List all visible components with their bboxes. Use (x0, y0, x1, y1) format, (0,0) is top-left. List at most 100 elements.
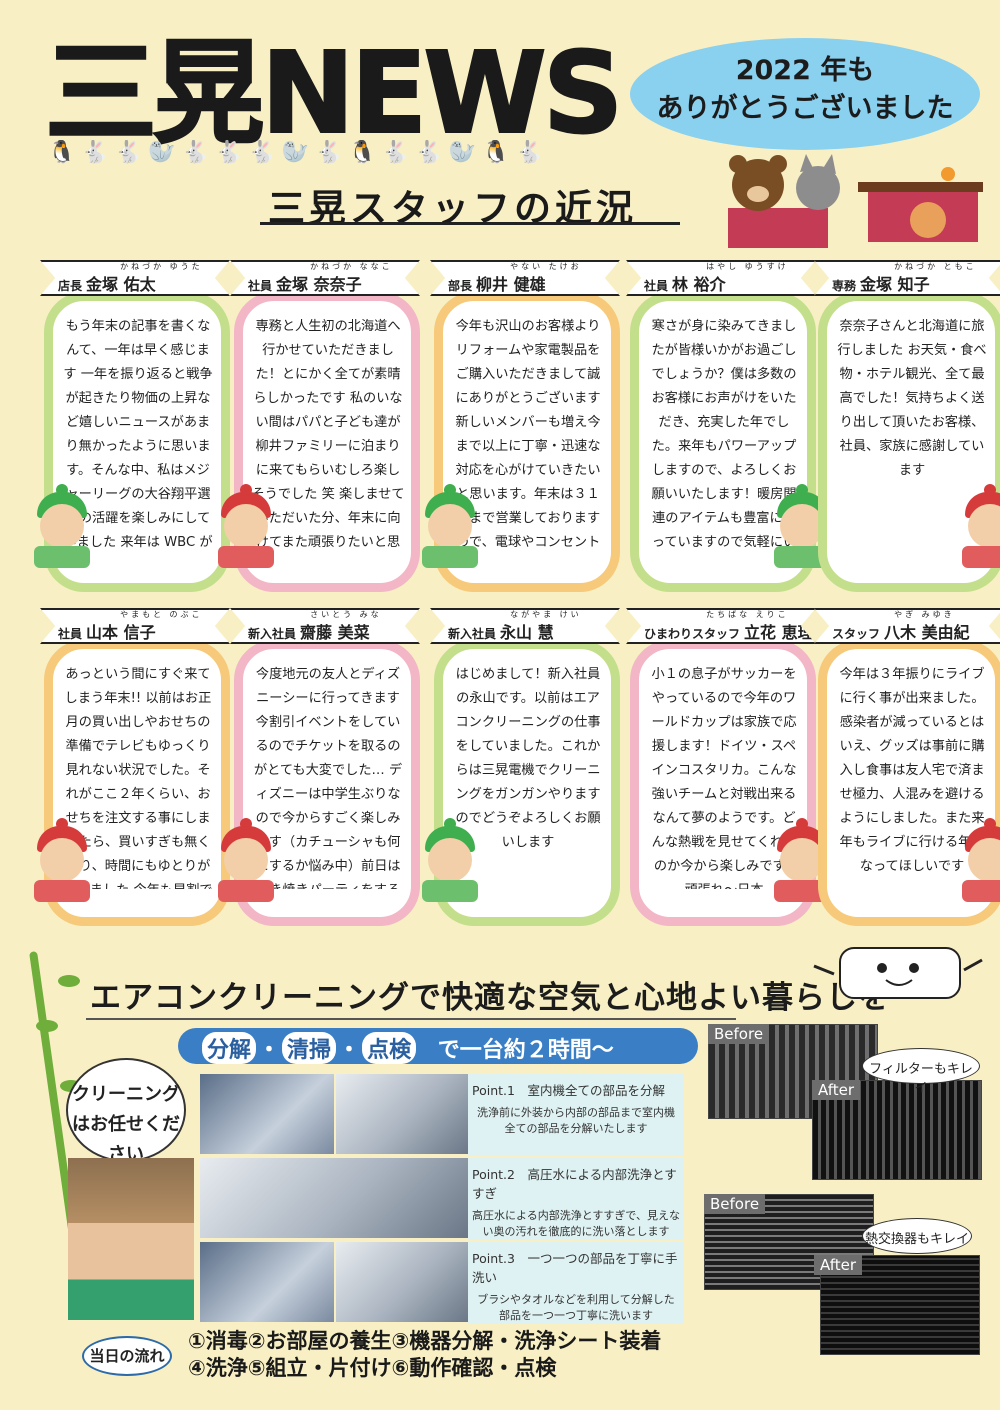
flow-label: 当日の流れ (82, 1336, 172, 1376)
sweater-icon (962, 546, 1000, 568)
name-ruby: かねづか ゆうた (120, 262, 203, 271)
staff-name: 齋藤 美菜 (300, 623, 370, 642)
sweater-icon (962, 880, 1000, 902)
staff-name: 柳井 健雄 (476, 275, 546, 294)
leaf-icon (58, 975, 80, 987)
point-title: Point.3 一つ一つの部品を丁寧に手洗い (472, 1251, 678, 1285)
speech-bubble: クリーニングはお任せください (66, 1058, 186, 1165)
staff-nameplate: かねづか ともこ専務金塚 知子 (814, 260, 1000, 296)
name-ruby: さいとう みな (310, 610, 382, 619)
ribbon-item: 清掃 (282, 1032, 337, 1064)
staff-message: 奈奈子さんと北海道に旅行しました お天気・食べ物・ホテル観光、全て最高でした！気… (837, 319, 987, 478)
staff-avatar (40, 504, 84, 548)
staff-nameplate: かねづか ゆうた店長金塚 佑太 (40, 260, 230, 296)
greeting-bubble: 2022 年も ありがとうございました (630, 38, 980, 150)
heat-exchanger-clean-bubble: 熱交換器もキレイ (862, 1218, 972, 1254)
staff-message-card: 専務と人生初の北海道へ行かせていただきました！とにかく全てが素晴らしかったです … (234, 292, 420, 592)
staff-message: もう年末の記事を書くなんて、一年は早く感じます 一年を振り返ると戦争が起きたり物… (63, 319, 213, 550)
staff-photo (68, 1158, 194, 1320)
staff-name: 林 裕介 (672, 275, 726, 294)
staff-avatar (780, 838, 824, 882)
staff-role: ひまわりスタッフ (644, 627, 741, 641)
flow-line-1: ①消毒②お部屋の養生③機器分解・洗浄シート装着 (188, 1329, 662, 1353)
staff-message: はじめまして！新入社員の永山です。以前はエアコンクリーニングの仕事をしていました… (455, 667, 601, 850)
name-ruby: ながやま けい (510, 610, 582, 619)
name-ruby: やない たけお (510, 262, 582, 271)
staff-message-card: もう年末の記事を書くなんて、一年は早く感じます 一年を振り返ると戦争が起きたり物… (44, 292, 230, 592)
newsletter-title: 三晃NEWS (44, 29, 624, 159)
staff-avatar (224, 838, 268, 882)
staff-avatar (224, 504, 268, 548)
staff-message-card: 今年は３年振りにライブに行く事が出来ました。感染者が減っているとはいえ、グッズは… (818, 640, 1000, 926)
ribbon-item: 点検 (362, 1032, 417, 1064)
sweater-icon (422, 880, 478, 902)
staff-message-card: 今度地元の友人とディズニーシーに行ってきます 今割引イベントをしているのでチケッ… (234, 640, 420, 926)
staff-name: 金塚 奈奈子 (276, 275, 362, 294)
cleaning-photo-handwash (336, 1242, 470, 1322)
before-label: Before (704, 1194, 766, 1214)
headline-underline (86, 1018, 736, 1020)
staff-message-card: あっという間にすぐ来てしまう年末!! 以前はお正月の買い出しやおせちの準備でテレ… (44, 640, 230, 926)
leaf-icon (36, 1020, 58, 1032)
staff-message-card: はじめまして！新入社員の永山です。以前はエアコンクリーニングの仕事をしていました… (434, 640, 620, 926)
name-ruby: やぎ みゆき (894, 610, 955, 619)
point-title: Point.2 高圧水による内部洗浄とすすぎ (472, 1167, 677, 1201)
ribbon-tail: で一台約２時間〜 (437, 1038, 614, 1063)
staff-role: 専務 (832, 279, 857, 293)
staff-nameplate: やまもと のぶこ社員山本 信子 (40, 608, 230, 644)
staff-nameplate: さいとう みな新入社員齋藤 美菜 (230, 608, 420, 644)
cleaning-photo-disassembly (200, 1074, 334, 1154)
staff-message: 今年も沢山のお客様よりリフォームや家電製品をご購入いただきまして誠にありがとうご… (455, 319, 601, 550)
name-ruby: はやし ゆうすけ (706, 262, 789, 271)
staff-name: 永山 慧 (500, 623, 554, 642)
staff-message: 小１の息子がサッカーをやっているので今年のワールドカップは家族で応援します！ドイ… (651, 667, 797, 889)
staff-name: 立花 恵理子 (744, 623, 830, 642)
staff-role: 社員 (644, 279, 669, 293)
service-ribbon: 分解・清掃・点検 で一台約２時間〜 (178, 1028, 698, 1064)
staff-role: 社員 (58, 627, 83, 641)
staff-message: 専務と人生初の北海道へ行かせていただきました！とにかく全てが素晴らしかったです … (251, 319, 405, 550)
staff-role: 新入社員 (248, 627, 297, 641)
sweater-icon (34, 880, 90, 902)
point-desc: ブラシやタオルなどを利用して分解した部品を一つ一つ丁寧に洗います (477, 1293, 675, 1322)
staff-role: スタッフ (832, 627, 881, 641)
staff-message-card: 寒さが身に染みてきましたが皆様いかがお過ごしでしょうか？僕は多数のお客様にお声が… (630, 292, 816, 592)
name-ruby: やまもと のぶこ (120, 610, 203, 619)
cleaning-photo-parts (336, 1074, 470, 1154)
staff-avatar (968, 504, 1000, 548)
greeting-line1: 2022 年も (735, 55, 875, 86)
greeting-line2: ありがとうございました (656, 93, 954, 124)
staff-name: 金塚 知子 (860, 275, 930, 294)
name-ruby: かねづか ななこ (310, 262, 393, 271)
point-desc: 洗浄前に外装から内部の部品まで室内機全ての部品を分解いたします (477, 1106, 675, 1135)
staff-nameplate: はやし ゆうすけ社員林 裕介 (626, 260, 816, 296)
sweater-icon (774, 880, 830, 902)
sweater-icon (218, 880, 274, 902)
staff-message: あっという間にすぐ来てしまう年末!! 以前はお正月の買い出しやおせちの準備でテレ… (63, 667, 212, 889)
name-ruby: かねづか ともこ (894, 262, 977, 271)
staff-nameplate: かねづか ななこ社員金塚 奈奈子 (230, 260, 420, 296)
cleaning-photo-brush (200, 1242, 334, 1322)
staff-avatar (40, 838, 84, 882)
bear-cat-kotatsu-illustration (728, 154, 983, 248)
staff-avatar (428, 504, 472, 548)
staff-role: 新入社員 (448, 627, 497, 641)
flow-line-2: ④洗浄⑤組立・片付け⑥動作確認・点検 (188, 1356, 557, 1380)
aircon-headline: エアコンクリーニングで快適な空気と心地よい暮らしを (90, 980, 890, 1016)
name-ruby: たちばな えりこ (706, 610, 789, 619)
sweater-icon (218, 546, 274, 568)
point-box-3: Point.3 一つ一つの部品を丁寧に手洗い ブラシやタオルなどを利用して分解し… (468, 1242, 684, 1324)
staff-message-card: 小１の息子がサッカーをやっているので今年のワールドカップは家族で応援します！ドイ… (630, 640, 816, 926)
staff-nameplate: やない たけお部長柳井 健雄 (430, 260, 620, 296)
staff-message: 今度地元の友人とディズニーシーに行ってきます 今割引イベントをしているのでチケッ… (253, 667, 403, 889)
point-title: Point.1 室内機全ての部品を分解 (472, 1083, 665, 1098)
staff-avatar (428, 838, 472, 882)
ribbon-item: 分解 (202, 1032, 257, 1064)
sweater-icon (774, 546, 830, 568)
staff-message: 今年は３年振りにライブに行く事が出来ました。感染者が減っているとはいえ、グッズは… (839, 667, 985, 874)
sweater-icon (34, 546, 90, 568)
staff-name: 八木 美由紀 (884, 623, 970, 642)
staff-role: 部長 (448, 279, 473, 293)
point-desc: 高圧水による内部洗浄とすすぎで、見えない奥の汚れを徹底的に洗い落とします (472, 1209, 680, 1238)
staff-avatar (968, 838, 1000, 882)
